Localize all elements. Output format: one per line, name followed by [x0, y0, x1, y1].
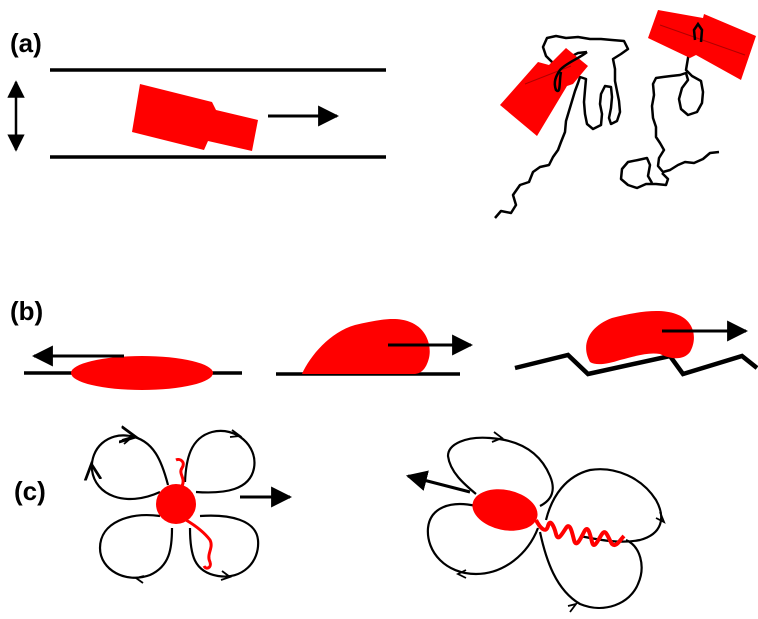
panel-label-b: (b) [10, 296, 43, 327]
flow-arrowhead [656, 512, 664, 522]
spread-cell [71, 356, 213, 390]
panel-label-c: (c) [14, 476, 46, 507]
panel-a [16, 10, 756, 218]
flow-field-swimmer-2 [428, 432, 664, 612]
pusher-cell-body [156, 484, 196, 524]
swimmer-2-cell-body [469, 484, 542, 537]
pusher-flagellum-upper [176, 459, 183, 486]
flow-arrowhead [122, 437, 132, 444]
flow-arrowhead [492, 432, 502, 442]
flow-loop-bottom-left [100, 515, 172, 578]
panel-c [92, 430, 664, 612]
panel-label-a: (a) [10, 28, 42, 59]
swimmer-2-flagellum [536, 520, 624, 545]
confined-swimmer [132, 84, 258, 151]
tethered-cell-body [648, 10, 756, 80]
flow-loop-top-left [92, 435, 168, 499]
panel-b [24, 311, 757, 390]
tethered-cell-2 [648, 10, 756, 80]
flow-arrowhead [568, 604, 576, 612]
flow-arrowhead [136, 576, 144, 583]
trajectory-right [621, 40, 719, 188]
flow-loop-top-right [185, 431, 254, 493]
flow-loop-bottom-right [190, 516, 258, 577]
rough-substrate [515, 355, 757, 374]
crawling-cell-rough [586, 311, 694, 364]
